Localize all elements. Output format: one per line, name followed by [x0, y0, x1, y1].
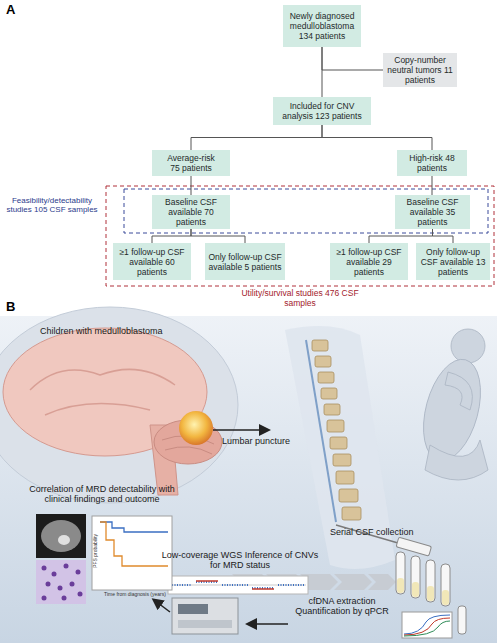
panel-letter: A	[6, 3, 26, 18]
tree-connector	[152, 229, 191, 243]
tree-connector	[369, 229, 433, 243]
flow-arrow	[248, 623, 288, 625]
flow-arrow	[213, 429, 268, 431]
tree-connector	[432, 176, 433, 195]
box-text: Newly diagnosed medulloblastoma 134 pati…	[286, 11, 358, 41]
box-text: Baseline CSF available 35 patients	[404, 197, 461, 227]
process-box: Newly diagnosed medulloblastoma 134 pati…	[283, 5, 361, 47]
group-caption: Utility/survival studies 476 CSF samples	[240, 289, 360, 309]
group-caption: Feasibility/detectability studies 105 CS…	[0, 196, 104, 214]
process-box: Copy-number neutral tumors 11 patients	[383, 53, 457, 87]
box-text: Included for CNV analysis 123 patients	[276, 101, 368, 121]
box-text: High-risk 48 patients	[408, 153, 456, 173]
csf-tubes	[396, 552, 450, 606]
process-box: Average-risk 75 patients	[152, 150, 230, 176]
qpcr-curves	[402, 606, 466, 638]
process-box: Baseline CSF available 70 patients	[152, 195, 230, 229]
flow-arrow	[154, 600, 170, 612]
histology-image	[36, 560, 86, 604]
box-text: Copy-number neutral tumors 11 patients	[387, 55, 453, 85]
tree-connector	[433, 229, 454, 243]
utility-frame	[106, 186, 494, 286]
box-text: ≥1 follow-up CSF available 29 patients	[333, 247, 405, 277]
process-box: Only follow-up CSF available 13 patients	[416, 243, 490, 280]
mri-image	[36, 514, 86, 558]
panel-letter: B	[6, 300, 26, 315]
cnv-plot	[168, 576, 308, 594]
step-label: Lumbar puncture	[222, 436, 312, 446]
tumor	[179, 411, 213, 445]
tree-connector	[191, 229, 245, 243]
km-plot	[92, 516, 172, 590]
tree-connector	[322, 47, 383, 70]
process-box: ≥1 follow-up CSF available 29 patients	[330, 243, 408, 280]
process-box: Baseline CSF available 35 patients	[395, 195, 470, 229]
child-figure	[413, 329, 490, 480]
process-box: High-risk 48 patients	[397, 150, 467, 176]
box-text: ≥1 follow-up CSF available 60 patients	[116, 247, 188, 277]
box-text: Only follow-up CSF available 5 patients	[208, 252, 282, 272]
step-label: Low-coverage WGS Inference of CNVs for M…	[160, 550, 320, 571]
step-label: Correlation of MRD detectability with cl…	[22, 484, 182, 505]
axis-label: PFS probability	[93, 521, 99, 581]
spine	[312, 340, 361, 520]
tree-connector	[322, 125, 432, 150]
process-box: Included for CNV analysis 123 patients	[273, 97, 371, 125]
box-text: Average-risk 75 patients	[162, 153, 220, 173]
sequencer	[172, 598, 238, 634]
step-label: Children with medulloblastoma	[40, 326, 200, 336]
box-text: Only follow-up CSF available 13 patients	[418, 247, 488, 277]
process-box: Only follow-up CSF available 5 patients	[205, 243, 285, 280]
tree-connector	[322, 47, 323, 97]
feasibility-frame	[124, 189, 488, 233]
tree-connector	[191, 125, 322, 150]
tree-connector	[191, 176, 192, 195]
box-text: Baseline CSF available 70 patients	[162, 197, 220, 227]
axis-label: Time from diagnosis (years)	[98, 592, 172, 598]
head-outline	[0, 307, 238, 503]
process-box: ≥1 follow-up CSF available 60 patients	[113, 243, 191, 280]
step-label: cfDNA extraction Quantification by qPCR	[286, 596, 398, 617]
step-label: Serial CSF collection	[330, 527, 440, 537]
